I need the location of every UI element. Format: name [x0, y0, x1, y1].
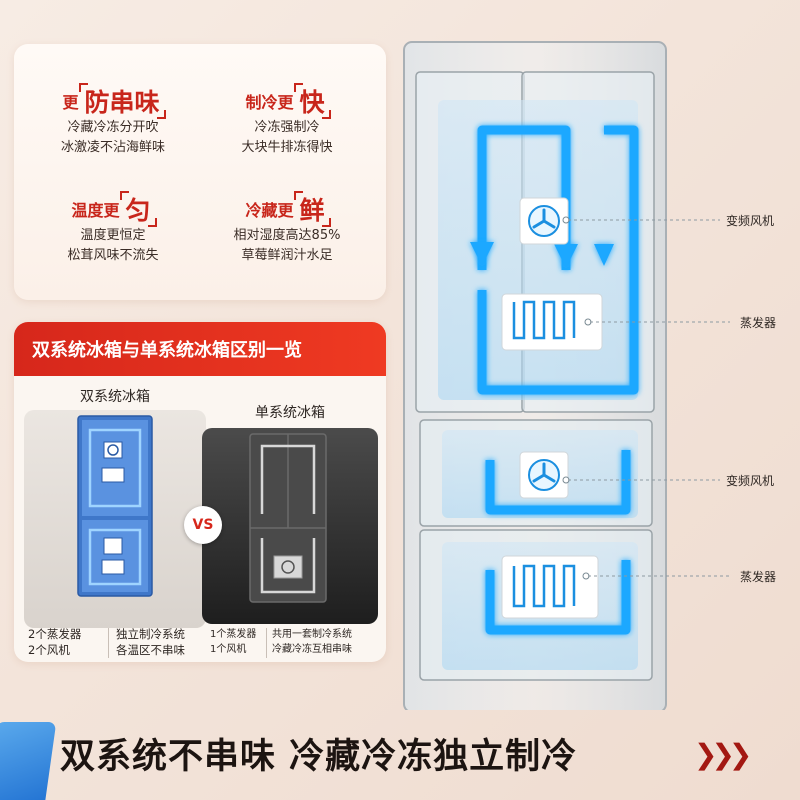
evaporator-icon: [501, 293, 603, 351]
dual-spec-left: 2个蒸发器 2个风机: [28, 626, 81, 658]
single-system-title: 单系统冰箱: [255, 405, 325, 421]
features-card: 更 防串味 冷藏冷冻分开吹 冰激凌不沾海鲜味 制冷更 快 冷冻强制冷 大块牛排冻…: [14, 44, 386, 300]
single-spec-right: 共用一套制冷系统 冷藏冷冻互相串味: [272, 627, 352, 657]
feature-line: 冷藏冷冻分开吹: [67, 120, 159, 135]
callout-evaporator-top: 蒸发器: [740, 316, 777, 330]
evaporator-icon: [501, 555, 599, 619]
feature-line: 冰激凌不沾海鲜味: [60, 140, 165, 155]
feature-prefix: 冷藏更: [245, 201, 294, 220]
spec-line: 共用一套制冷系统: [272, 629, 352, 640]
fan-icon: [519, 451, 570, 499]
spec-line: 2个风机: [28, 643, 70, 657]
feature-line: 大块牛排冻得快: [241, 140, 333, 155]
spec-line: 独立制冷系统: [116, 627, 185, 641]
feature-odor: 更 防串味 冷藏冷冻分开吹 冰激凌不沾海鲜味: [28, 83, 198, 158]
single-fridge-drawing: [249, 433, 327, 603]
callout-evaporator-bottom: 蒸发器: [740, 570, 777, 584]
divider: [266, 628, 267, 658]
feature-prefix: 制冷更: [245, 93, 294, 112]
vs-badge: VS: [184, 506, 222, 544]
banner-title: 双系统不串味 冷藏冷冻独立制冷: [60, 737, 578, 777]
feature-even: 温度更 匀 温度更恒定 松茸风味不流失: [28, 191, 198, 266]
callout-fan-bottom: 变频风机: [726, 474, 775, 488]
chevron-right-icon: ❯❯❯: [694, 738, 752, 771]
callout-fan-top: 变频风机: [726, 214, 775, 228]
dual-spec-right: 独立制冷系统 各温区不串味: [116, 626, 185, 658]
feature-line: 冷冻强制冷: [254, 120, 320, 135]
spec-line: 1个风机: [210, 644, 247, 655]
feature-prefix: 更: [62, 93, 79, 112]
spec-line: 2个蒸发器: [28, 627, 82, 641]
feature-word: 鲜: [293, 191, 331, 227]
feature-fresh: 冷藏更 鲜 相对湿度高达85% 草莓鲜润汁水足: [202, 191, 372, 266]
feature-prefix: 温度更: [71, 201, 120, 220]
spec-line: 1个蒸发器: [210, 629, 257, 640]
dual-system-title: 双系统冰箱: [80, 389, 150, 405]
feature-line: 相对湿度高达85%: [233, 228, 341, 243]
feature-line: 温度更恒定: [80, 228, 146, 243]
feature-word: 匀: [119, 191, 157, 227]
dual-system-image: [24, 410, 206, 628]
fan-icon: [519, 197, 570, 245]
single-system-image: [202, 428, 378, 624]
fridge-illustration: [403, 41, 730, 710]
comparison-header: 双系统冰箱与单系统冰箱区别一览: [14, 322, 386, 376]
feature-line: 草莓鲜润汁水足: [241, 248, 333, 263]
feature-line: 松茸风味不流失: [67, 248, 159, 263]
single-spec-left: 1个蒸发器 1个风机: [210, 627, 256, 657]
feature-fast: 制冷更 快 冷冻强制冷 大块牛排冻得快: [202, 83, 372, 158]
spec-line: 各温区不串味: [116, 643, 185, 657]
dual-fridge-drawing: [77, 415, 153, 597]
comparison-panel: 双系统冰箱与单系统冰箱区别一览 双系统冰箱 单系统冰箱 VS: [14, 322, 386, 662]
feature-word: 快: [293, 83, 331, 119]
divider: [108, 628, 109, 658]
spec-line: 冷藏冷冻互相串味: [272, 644, 352, 655]
decorative-corner: [0, 722, 57, 800]
feature-word: 防串味: [78, 83, 166, 119]
